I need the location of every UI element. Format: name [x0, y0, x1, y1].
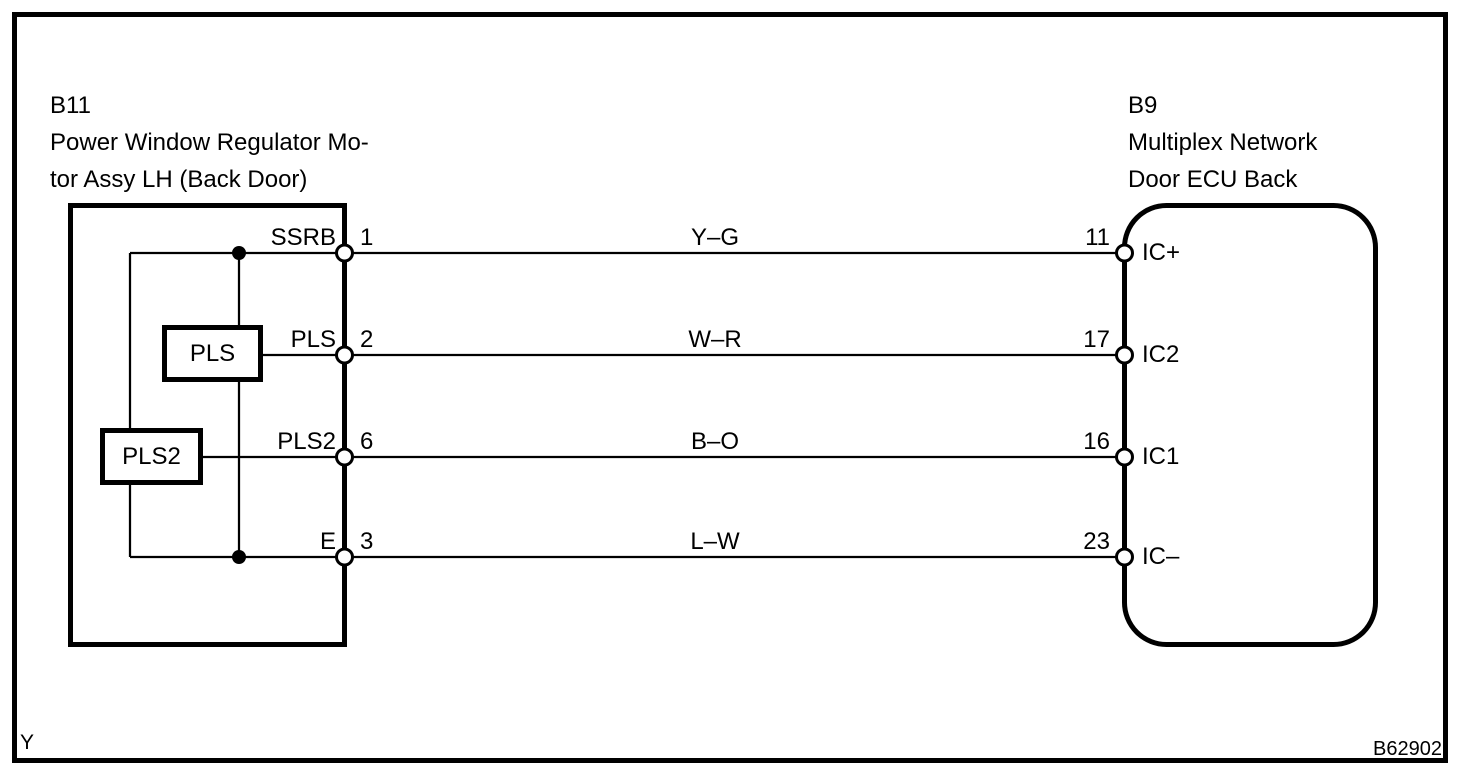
b9-connector-outline — [1122, 203, 1378, 647]
b9-title-line1: Multiplex Network — [1128, 129, 1318, 156]
b9-title-line2: Door ECU Back — [1128, 166, 1298, 193]
wire-color-label-2: W–R — [688, 326, 742, 353]
b11-pin-name-ssrb: SSRB — [270, 224, 336, 251]
footer-code-left: Y — [20, 731, 35, 754]
b9-pin-name-ic2: IC2 — [1142, 341, 1180, 368]
b11-pin-number-6: 6 — [360, 428, 374, 455]
b9-header: B9 Multiplex Network Door ECU Back — [1128, 87, 1317, 198]
pin-circle-b11-3 — [335, 547, 354, 567]
b9-code: B9 — [1128, 92, 1158, 119]
pin-circle-b11-1 — [335, 243, 354, 263]
b9-pin-name-ic1: IC1 — [1142, 443, 1180, 470]
pin-circle-b9-16 — [1115, 447, 1134, 467]
figure-number: B62902 — [1373, 738, 1442, 760]
b11-pin-number-1: 1 — [360, 224, 374, 251]
b11-header: B11 Power Window Regulator Mo- tor Assy … — [50, 87, 369, 198]
b11-component-box — [68, 203, 347, 647]
b9-pin-name-ic-minus: IC– — [1142, 543, 1180, 570]
wire-color-label-4: L–W — [690, 528, 740, 555]
b11-pin-number-2: 2 — [360, 326, 374, 353]
pls-block-label: PLS — [189, 339, 236, 367]
b9-pin-number-17: 17 — [1083, 326, 1110, 353]
wire-color-label-1: Y–G — [690, 224, 740, 251]
pls-block-box — [162, 325, 263, 382]
b9-pin-number-23: 23 — [1083, 528, 1110, 555]
junction-dot-bottom — [232, 550, 246, 564]
pin-circle-b11-2 — [335, 345, 354, 365]
b11-title-line1: Power Window Regulator Mo- — [50, 129, 369, 156]
b11-pin-name-pls2: PLS2 — [277, 428, 336, 455]
b11-title-line2: tor Assy LH (Back Door) — [50, 166, 308, 193]
b11-code: B11 — [50, 92, 91, 119]
b11-pin-number-3: 3 — [360, 528, 374, 555]
pin-circle-b9-11 — [1115, 243, 1134, 263]
b11-pin-name-pls: PLS — [290, 326, 336, 353]
pls2-block-label: PLS2 — [122, 442, 181, 470]
wire-color-label-3: B–O — [690, 428, 740, 455]
junction-dot-top — [232, 246, 246, 260]
pin-circle-b11-6 — [335, 447, 354, 467]
pin-circle-b9-23 — [1115, 547, 1134, 567]
pls2-block-box — [100, 428, 203, 485]
outer-border — [12, 12, 1448, 763]
b11-pin-name-e: E — [319, 528, 336, 555]
b9-pin-number-11: 11 — [1085, 224, 1110, 251]
b9-pin-name-ic-plus: IC+ — [1142, 239, 1181, 266]
pin-circle-b9-17 — [1115, 345, 1134, 365]
b9-pin-number-16: 16 — [1083, 428, 1110, 455]
